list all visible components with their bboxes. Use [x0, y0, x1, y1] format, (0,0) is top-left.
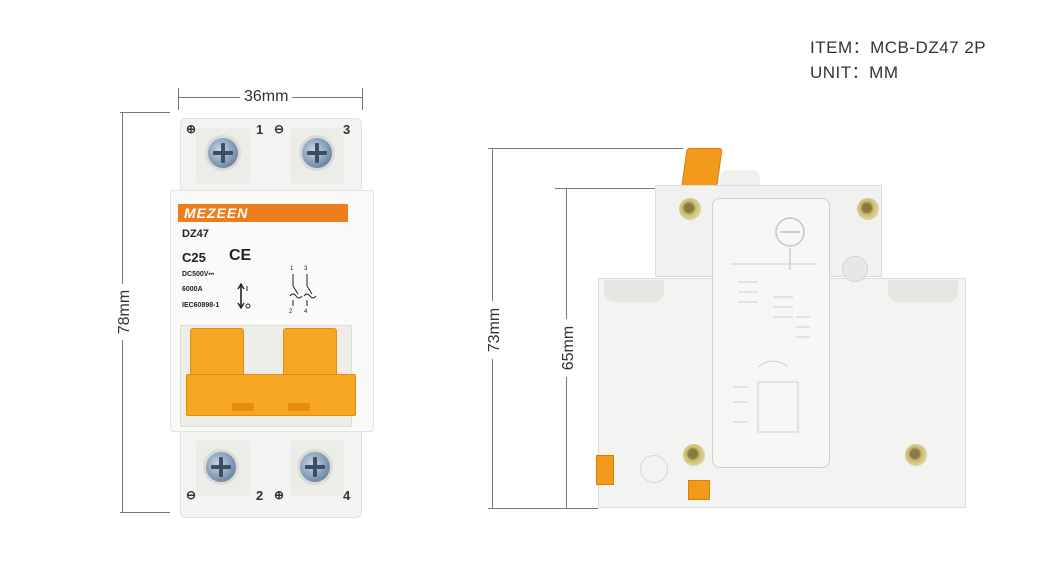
height-extension-top — [120, 112, 170, 113]
side-knob — [842, 256, 868, 282]
handle-boss — [720, 170, 760, 188]
din-clip-tab-bottom[interactable] — [688, 480, 710, 500]
screw-icon — [300, 452, 330, 482]
brand-logo: MEZEEN — [184, 205, 249, 221]
mirrored-label-text-icon — [730, 263, 816, 433]
rating-label: C25 — [182, 250, 206, 265]
voltage-label: DC500V⎓ — [182, 271, 215, 278]
handle-tie-bar[interactable] — [186, 374, 356, 416]
screw-icon — [302, 138, 332, 168]
inner-height-extension-bottom — [555, 508, 595, 509]
rivet-icon — [857, 198, 879, 220]
svg-text:2: 2 — [289, 309, 293, 314]
terminal-label-2: 2 — [256, 488, 264, 503]
handle-slot — [232, 403, 254, 411]
terminal-label-3: 3 — [343, 122, 351, 137]
reset-arrow-icon — [775, 217, 805, 270]
side-rail-notch-right — [888, 280, 958, 302]
front-height-label: 78mm — [116, 284, 134, 340]
minus-symbol-bottom: ⊖ — [186, 488, 197, 502]
side-rail-notch-left — [604, 280, 664, 302]
toggle-handle-right[interactable] — [283, 328, 337, 382]
inner-height-extension-top — [555, 188, 655, 189]
unit-spec: UNIT：MM — [810, 63, 899, 82]
item-spec: ITEM：MCB-DZ47 2P — [810, 38, 987, 57]
model-label: DZ47 — [182, 228, 209, 240]
breaking-capacity-label: 6000A — [182, 286, 203, 293]
plus-symbol-top: ⊕ — [186, 122, 197, 136]
rivet-icon — [905, 444, 927, 466]
side-inner-height-label: 65mm — [560, 319, 578, 377]
minus-symbol-top: ⊖ — [274, 122, 285, 136]
terminal-label-1: 1 — [256, 122, 264, 137]
brand-band — [178, 204, 348, 222]
svg-text:1: 1 — [290, 266, 294, 272]
rivet-icon — [679, 198, 701, 220]
on-off-arrow-icon — [237, 282, 251, 310]
terminal-label-4: 4 — [343, 488, 351, 503]
handle-slot — [288, 403, 310, 411]
plus-symbol-bottom: ⊕ — [274, 488, 285, 502]
ce-mark: CE — [229, 247, 252, 264]
rivet-icon — [683, 444, 705, 466]
side-label-plate — [712, 198, 830, 468]
width-extension-left — [178, 88, 179, 110]
circuit-diagram-icon: 1 3 2 4 — [289, 266, 317, 314]
toggle-handle-side[interactable] — [681, 148, 723, 186]
toggle-handle-left[interactable] — [190, 328, 244, 382]
screw-icon — [208, 138, 238, 168]
side-recess — [640, 455, 668, 483]
total-height-extension-top — [488, 148, 683, 149]
svg-text:3: 3 — [304, 266, 308, 272]
front-width-label: 36mm — [240, 88, 293, 106]
width-extension-right — [362, 88, 363, 110]
total-height-extension-bottom — [488, 508, 598, 509]
screw-icon — [206, 452, 236, 482]
svg-text:4: 4 — [304, 309, 308, 314]
din-clip-tab[interactable] — [596, 455, 614, 485]
standard-label: IEC60898-1 — [182, 302, 220, 309]
side-total-height-label: 73mm — [486, 301, 504, 359]
height-extension-bottom — [120, 512, 170, 513]
